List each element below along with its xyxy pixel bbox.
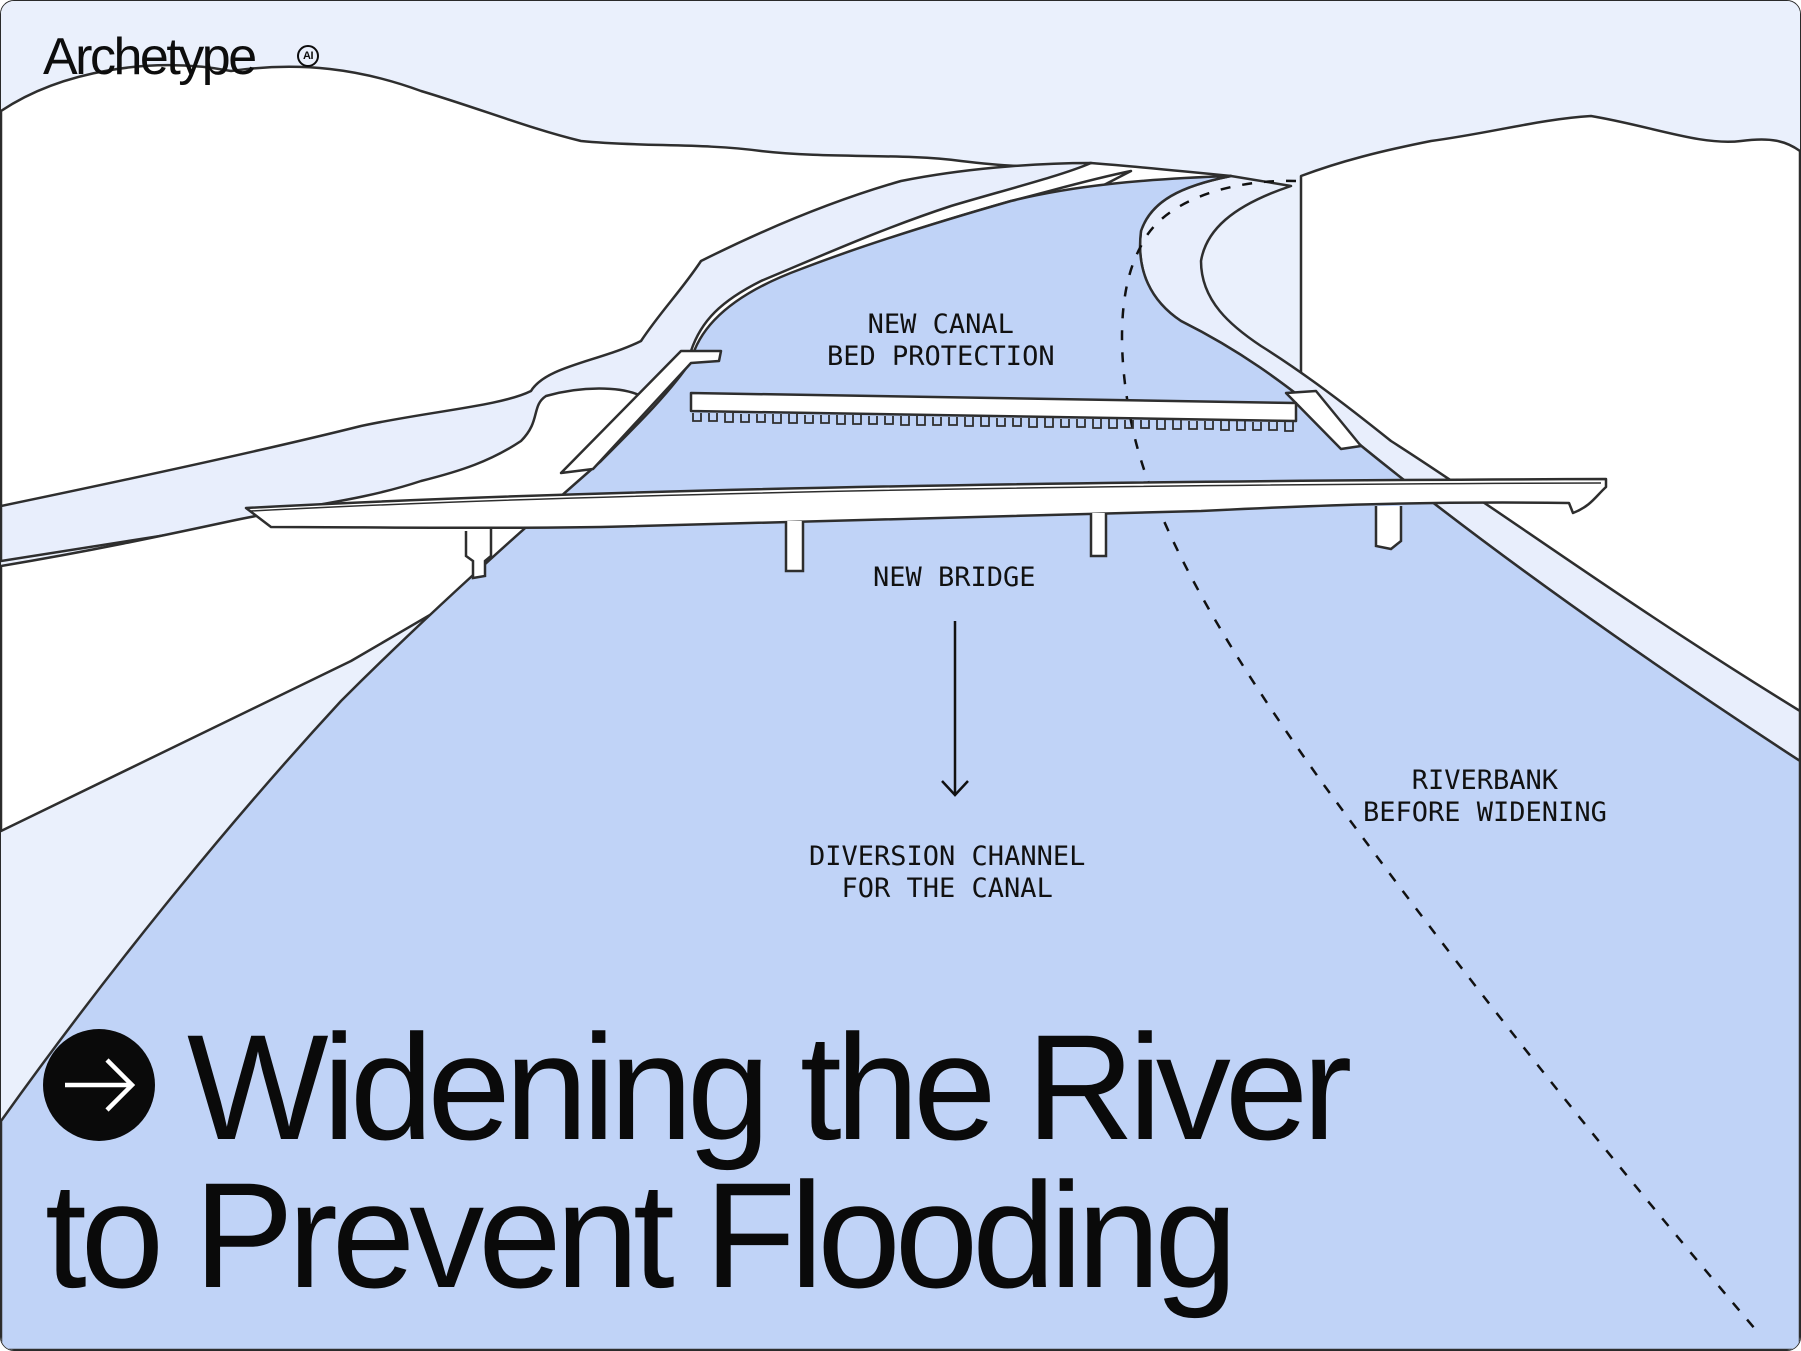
- bridge-pier: [1376, 506, 1401, 549]
- label-line: DIVERSION CHANNEL: [809, 841, 1085, 873]
- page-title: Widening the River to Prevent Flooding: [45, 1013, 1346, 1309]
- label-line: BED PROTECTION: [827, 341, 1055, 373]
- label-new-bridge: NEW BRIDGE: [873, 562, 1036, 594]
- title-line-2: to Prevent Flooding: [45, 1161, 1346, 1309]
- brand-wordmark: Archetype: [43, 31, 255, 83]
- label-line: BEFORE WIDENING: [1363, 797, 1607, 829]
- label-diversion-channel: DIVERSION CHANNEL FOR THE CANAL: [809, 841, 1085, 905]
- label-line: FOR THE CANAL: [809, 873, 1085, 905]
- label-line: NEW CANAL: [827, 309, 1055, 341]
- bridge-pier: [786, 521, 803, 571]
- label-line: RIVERBANK: [1363, 765, 1607, 797]
- label-new-canal-bed-protection: NEW CANAL BED PROTECTION: [827, 309, 1055, 373]
- title-line-1: Widening the River: [45, 1013, 1346, 1161]
- ai-badge-icon: AI: [297, 45, 319, 67]
- label-riverbank-before-widening: RIVERBANK BEFORE WIDENING: [1363, 765, 1607, 829]
- bridge-pier: [1091, 513, 1106, 556]
